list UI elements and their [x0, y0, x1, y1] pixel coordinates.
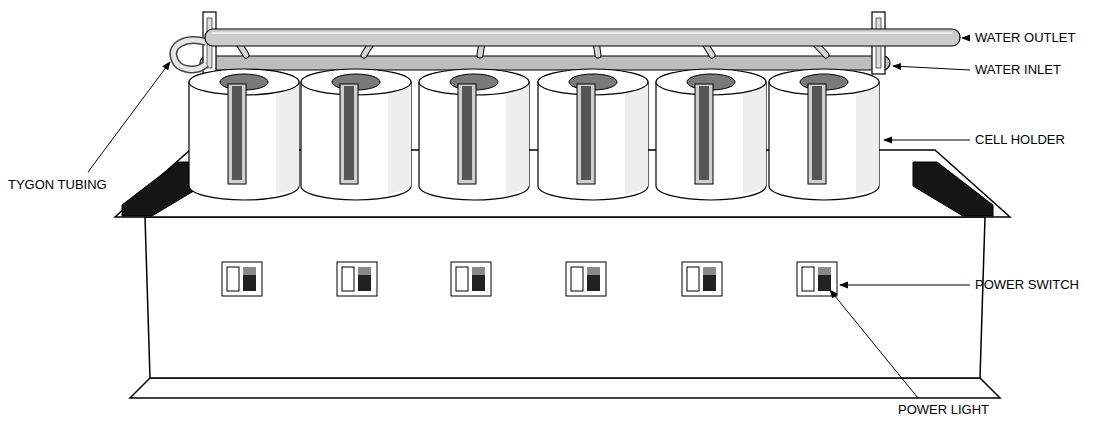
cell-holders: [189, 69, 879, 200]
housing-front: [145, 217, 985, 378]
callout-label: WATER OUTLET: [975, 31, 1075, 45]
power-switches: [222, 262, 837, 296]
handle: [913, 162, 993, 216]
callout-label: POWER SWITCH: [975, 278, 1079, 292]
inlet-tube: [200, 56, 890, 70]
callout-label: CELL HOLDER: [975, 133, 1065, 147]
callout-label: TYGON TUBING: [8, 178, 107, 192]
outlet-tube: [205, 29, 960, 46]
base-plate: [130, 378, 1000, 398]
callout-label: POWER LIGHT: [898, 403, 989, 417]
callout-label: WATER INLET: [975, 63, 1061, 77]
tygon-loop: [173, 40, 206, 69]
leader-lines: [88, 38, 970, 398]
